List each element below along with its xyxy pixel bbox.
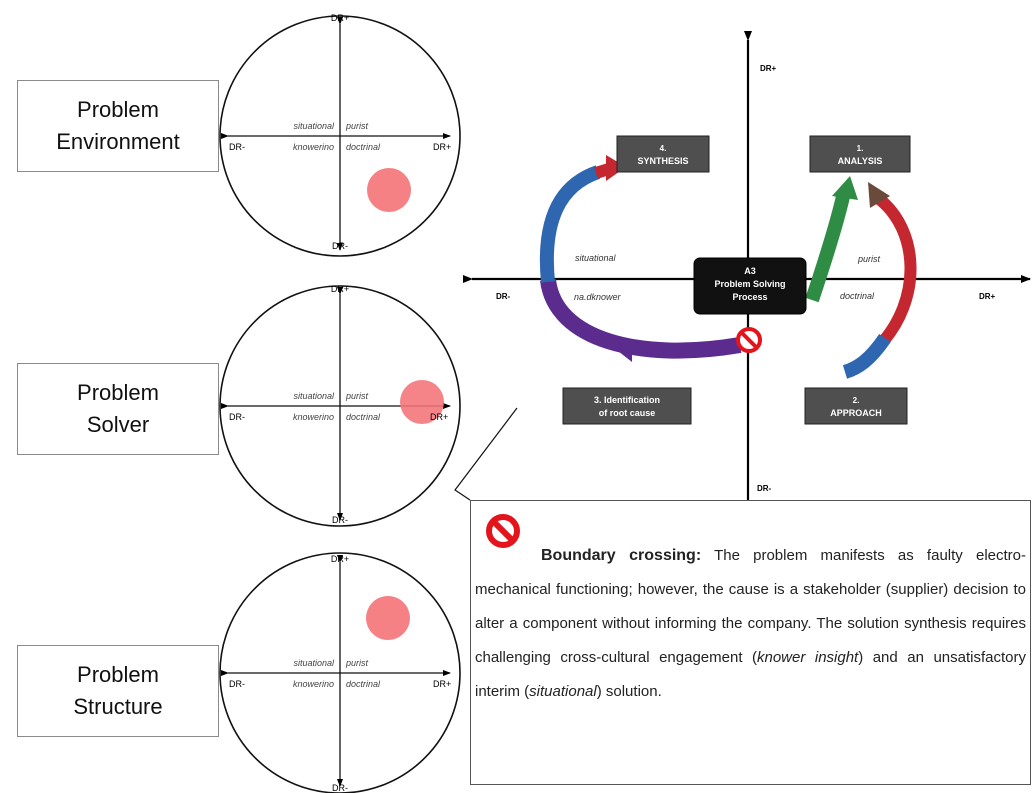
quadrant-circle-structure: DR+ DR- DR- DR+ situational purist knowe… — [219, 552, 461, 793]
a3-process-diagram: DR+ DR- DR- DR+ situational purist na.dk… — [463, 31, 1031, 516]
step-number: 2. — [853, 396, 860, 405]
arrowhead-analysis — [832, 176, 858, 200]
quadrant-tr-label: purist — [345, 391, 369, 401]
step-title: SYNTHESIS — [637, 156, 688, 166]
step-analysis-box: 1. ANALYSIS — [809, 135, 911, 173]
quadrant-circle-solver: DR+ DR- DR- DR+ situational purist knowe… — [219, 284, 461, 527]
axis-bottom-label: DR- — [332, 515, 348, 525]
quadrant-bl-label: knowerino — [293, 679, 334, 689]
quadrant-tr-label: purist — [857, 254, 881, 264]
axis-left-label: DR- — [229, 412, 245, 422]
label-line2: Structure — [73, 694, 163, 719]
arrowhead-synthesis — [606, 155, 626, 181]
position-dot — [400, 380, 444, 424]
axis-right-label: DR+ — [979, 292, 996, 301]
step-title: 3. Identification — [594, 395, 660, 405]
axis-top-label: DR+ — [760, 64, 777, 73]
process-arrow-red-right — [874, 193, 917, 350]
quadrant-circle-environment: DR+ DR- DR- DR+ situational purist knowe… — [219, 13, 461, 257]
center-line: Problem Solving — [714, 279, 785, 289]
quadrant-tl-label: situational — [293, 121, 335, 131]
quadrant-br-label: doctrinal — [346, 412, 381, 422]
callout-title: Boundary crossing: — [541, 547, 702, 564]
process-arrow-blue-left — [539, 165, 601, 283]
quadrant-tl-label: situational — [293, 658, 335, 668]
callout-text-2: ) and an unsatisfactory interim ( — [475, 649, 1026, 700]
callout-text-3: ) solution. — [596, 683, 662, 700]
prohibition-icon — [486, 514, 520, 548]
label-problem-environment: Problem Environment — [17, 80, 219, 172]
step-approach-box: 2. APPROACH — [804, 387, 908, 425]
quadrant-br-label: doctrinal — [346, 679, 381, 689]
quadrant-br-label: doctrinal — [840, 291, 875, 301]
axis-left-label: DR- — [229, 679, 245, 689]
quadrant-bl-label: knowerino — [293, 412, 334, 422]
callout-italic-2: situational — [529, 683, 597, 700]
axis-left-label: DR- — [496, 292, 511, 301]
label-line2: Environment — [56, 129, 180, 154]
label-line1: Problem — [77, 662, 159, 687]
center-line: A3 — [744, 266, 756, 276]
boundary-crossing-callout: Boundary crossing: The problem manifests… — [470, 500, 1031, 785]
axis-bottom-label: DR- — [332, 241, 348, 251]
label-line2: Solver — [86, 412, 150, 437]
step-number: 4. — [660, 144, 667, 153]
process-arrow-green — [805, 190, 851, 303]
arrowhead-top-right — [868, 182, 890, 208]
axis-right-label: DR+ — [433, 679, 451, 689]
axis-top-label: DR+ — [331, 284, 349, 294]
step-identification-box: 3. Identification of root cause — [562, 387, 692, 425]
quadrant-bl-label: knowerino — [293, 142, 334, 152]
label-line1: Problem — [77, 380, 159, 405]
label-line1: Problem — [77, 97, 159, 122]
quadrant-tl-label: situational — [575, 253, 617, 263]
quadrant-br-label: doctrinal — [346, 142, 381, 152]
axis-bottom-label: DR- — [757, 484, 772, 493]
process-arrow-purple — [540, 278, 742, 359]
axis-left-label: DR- — [229, 142, 245, 152]
callout-text-1: The problem manifests as faulty electro-… — [475, 547, 1026, 666]
label-problem-structure: Problem Structure — [17, 645, 219, 737]
axis-bottom-label: DR- — [332, 783, 348, 793]
axis-top-label: DR+ — [331, 13, 349, 23]
position-dot — [366, 596, 410, 640]
connector-line — [454, 407, 518, 501]
step-number: 1. — [857, 144, 864, 153]
quadrant-tr-label: purist — [345, 121, 369, 131]
quadrant-tl-label: situational — [293, 391, 335, 401]
center-process-box: A3 Problem Solving Process — [693, 257, 807, 315]
position-dot — [367, 168, 411, 212]
axis-top-label: DR+ — [331, 554, 349, 564]
step-title: APPROACH — [830, 408, 882, 418]
process-arrow-blue-right — [842, 333, 891, 379]
label-problem-solver: Problem Solver — [17, 363, 219, 455]
quadrant-tr-label: purist — [345, 658, 369, 668]
axis-right-label: DR+ — [430, 412, 448, 422]
axis-right-label: DR+ — [433, 142, 451, 152]
step-title: ANALYSIS — [838, 156, 883, 166]
quadrant-bl-label: na.dknower — [574, 292, 622, 302]
prohibition-icon — [736, 327, 762, 353]
center-line: Process — [732, 292, 767, 302]
callout-italic-1: knower insight — [757, 649, 859, 666]
step-synthesis-box: 4. SYNTHESIS — [616, 135, 710, 173]
arrowhead-identification — [618, 340, 632, 362]
step-subtitle: of root cause — [599, 408, 656, 418]
callout-body: Boundary crossing: The problem manifests… — [473, 539, 1026, 709]
